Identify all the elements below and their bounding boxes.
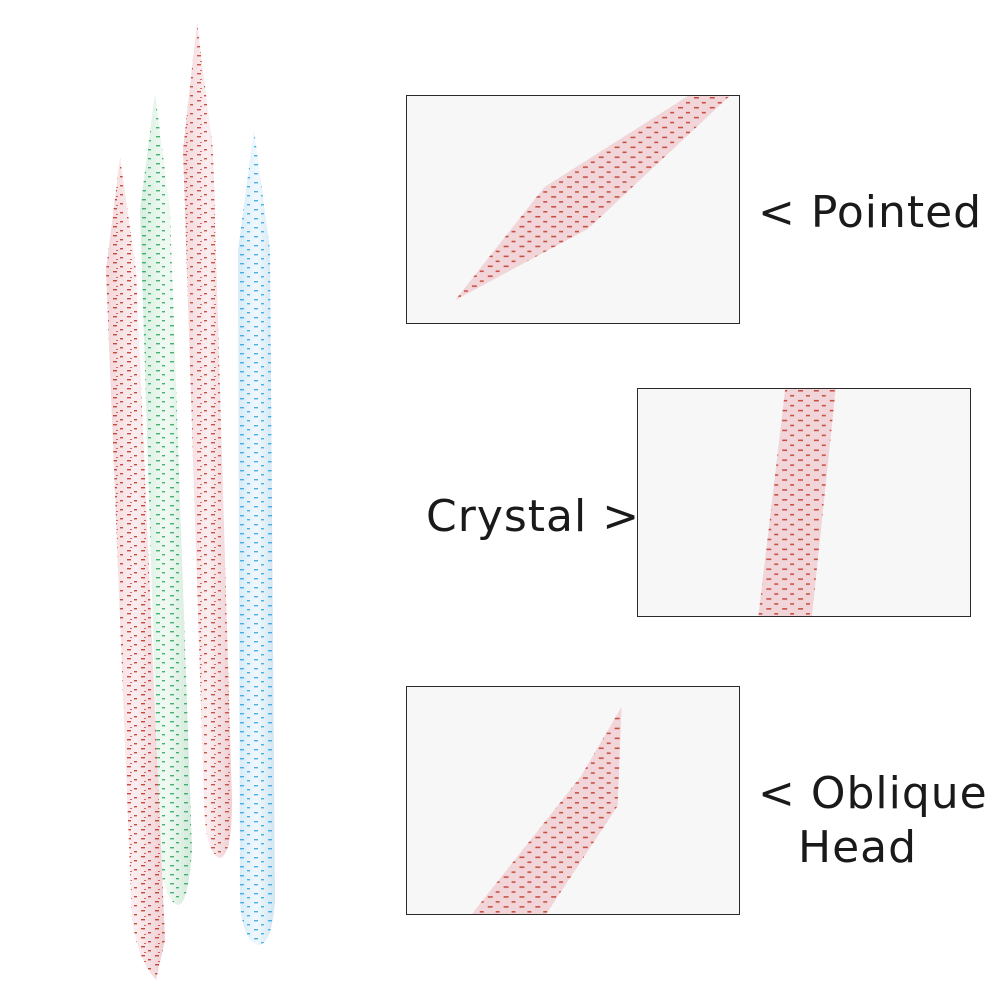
oblique-head-panel: [406, 686, 740, 915]
green-stick: [140, 93, 192, 905]
red-stick-tall: [183, 22, 232, 858]
crystal-shaft-panel: [637, 388, 971, 617]
pointed-tip-panel: [406, 95, 740, 324]
stick-group-image: [106, 22, 275, 980]
pointed-label: < Pointed: [758, 187, 983, 238]
oblique-head-image: [471, 706, 622, 914]
oblique-label-line1: < Oblique: [758, 768, 988, 819]
oblique-head-label: < Oblique Head: [758, 767, 988, 875]
pointed-tip-image: [455, 96, 730, 301]
blue-stick: [238, 130, 275, 945]
crystal-shaft-image: [758, 389, 836, 616]
crystal-label: Crystal >: [426, 491, 641, 542]
oblique-label-line2: Head: [798, 822, 918, 873]
red-stick-front: [106, 158, 165, 980]
